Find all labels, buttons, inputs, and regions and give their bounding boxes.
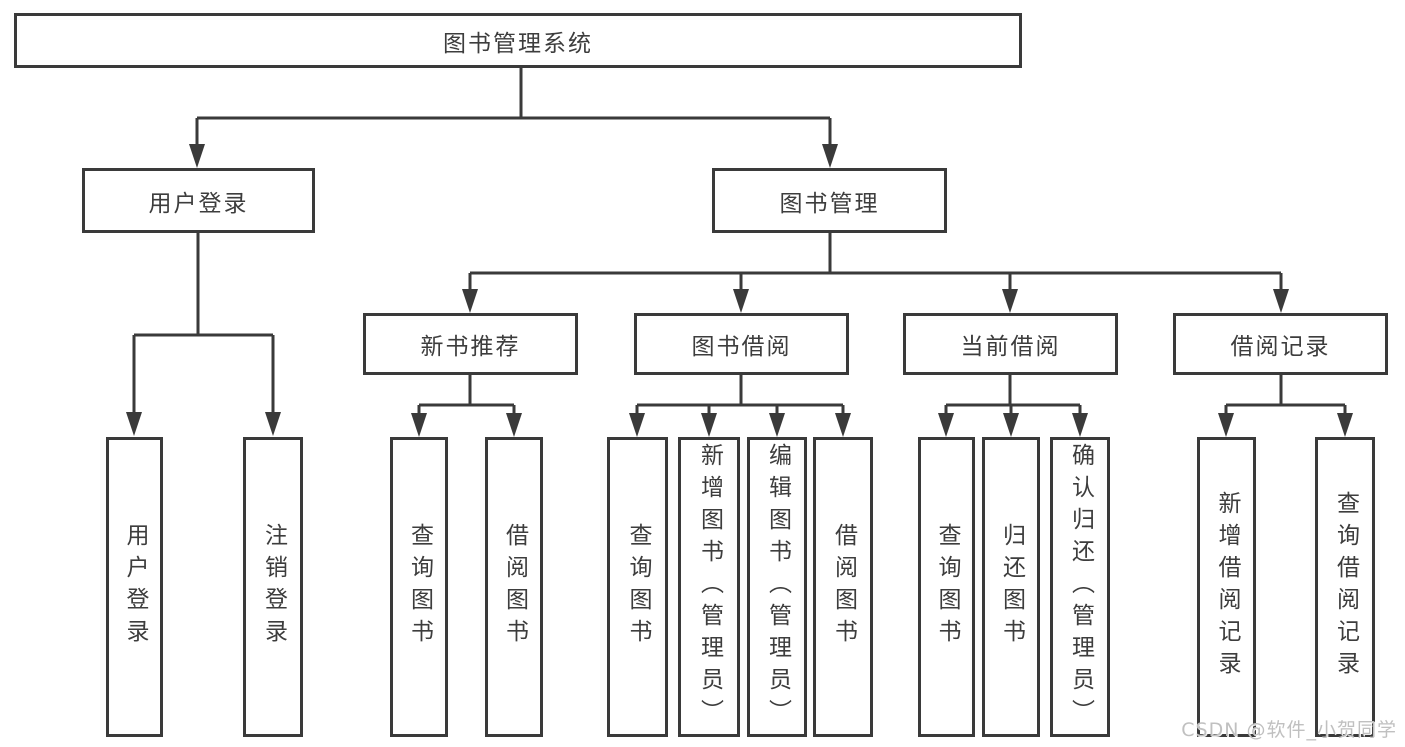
arrowhead — [938, 413, 954, 437]
node-library-management-system: 图书管理系统 — [14, 13, 1022, 68]
arrowhead — [733, 289, 749, 313]
csdn-watermark: CSDN @软件_小贺同学 — [1181, 719, 1397, 741]
arrowhead — [769, 413, 785, 437]
leaf-query-borrow-record: 查询借阅记录 — [1315, 437, 1375, 737]
leaf-query-books-current: 查询图书 — [918, 437, 975, 737]
arrowhead — [701, 413, 717, 437]
arrowhead — [629, 413, 645, 437]
arrowhead — [1273, 289, 1289, 313]
arrowhead — [1218, 413, 1234, 437]
leaf-add-borrow-record: 新增借阅记录 — [1197, 437, 1256, 737]
arrowhead — [506, 413, 522, 437]
node-current-borrowing: 当前借阅 — [903, 313, 1118, 375]
leaf-return-books: 归还图书 — [982, 437, 1040, 737]
arrowhead — [189, 144, 205, 168]
arrowhead — [822, 144, 838, 168]
node-book-borrowing: 图书借阅 — [634, 313, 849, 375]
arrowhead — [1337, 413, 1353, 437]
arrowhead — [1072, 413, 1088, 437]
arrowhead — [462, 289, 478, 313]
leaf-borrow-books-borrowing: 借阅图书 — [813, 437, 873, 737]
arrowhead — [411, 413, 427, 437]
node-user-login-branch: 用户登录 — [82, 168, 315, 233]
leaf-edit-books-admin: 编辑图书（管理员） — [747, 437, 807, 737]
arrowhead — [126, 412, 142, 436]
leaf-confirm-return-admin: 确认归还（管理员） — [1050, 437, 1110, 737]
node-borrowing-records: 借阅记录 — [1173, 313, 1388, 375]
leaf-query-books-recommend: 查询图书 — [390, 437, 448, 737]
node-new-book-recommendation: 新书推荐 — [363, 313, 578, 375]
leaf-logout: 注销登录 — [243, 437, 303, 737]
arrowhead — [835, 413, 851, 437]
arrowhead — [1002, 289, 1018, 313]
arrowhead — [1003, 413, 1019, 437]
leaf-add-books-admin: 新增图书（管理员） — [678, 437, 740, 737]
node-book-management-branch: 图书管理 — [712, 168, 947, 233]
leaf-user-login: 用户登录 — [106, 437, 163, 737]
arrowhead — [265, 412, 281, 436]
leaf-borrow-books-recommend: 借阅图书 — [485, 437, 543, 737]
leaf-query-books-borrowing: 查询图书 — [607, 437, 668, 737]
